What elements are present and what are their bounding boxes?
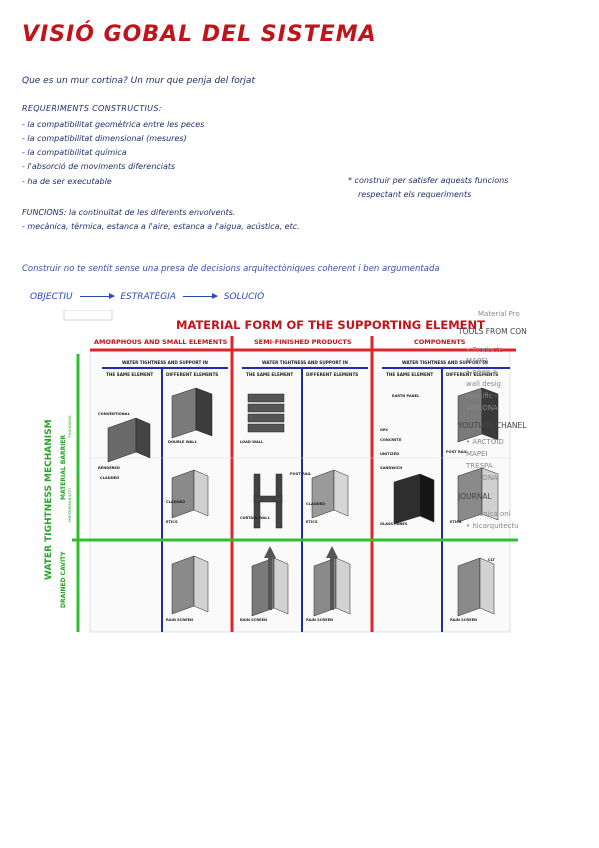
element-label: CONVENTIONAL <box>98 412 130 416</box>
column-header: SEMI-FINISHED PRODUCTS <box>254 338 352 346</box>
functions-line: - mecànica, tèrmica, estanca a l'aire, e… <box>22 222 300 231</box>
question-line: Que es un mur cortina? Un mur que penja … <box>22 76 255 86</box>
arrow-right-icon <box>79 293 115 299</box>
sub-diff-label: DIFFERENT ELEMENTS <box>306 372 359 377</box>
margin-note-line: respectant els requeriments <box>358 190 472 199</box>
element-label: CURTAIN WALL <box>240 516 270 520</box>
sub-header: WATER TIGHTNESS AND SUPPORT IN <box>402 360 488 365</box>
element-label: EARTH PANEL <box>392 394 420 398</box>
requirement-item: - l'absorció de moviments diferenciats <box>22 162 176 171</box>
tools-item: • Producte <box>466 346 504 354</box>
tools-item: wall desig <box>466 380 501 388</box>
element-label: DOUBLE WALL <box>168 440 197 444</box>
element-label: RAIN SCREEN <box>240 618 268 622</box>
requirement-item: - la compatibilitat química <box>22 148 127 157</box>
flow-step-strategy: ESTRATÈGIA <box>120 292 176 302</box>
arrow-right-icon <box>182 293 218 299</box>
row2-label: DRAINED CAVITY <box>60 551 67 608</box>
requirement-item: - la compatibilitat dimensional (mesures… <box>22 134 187 143</box>
element-label: GLASS PANES <box>380 522 408 526</box>
row1-sub: THICKNESS <box>68 415 72 438</box>
sub-same-label: THE SAME ELEMENT <box>386 372 434 377</box>
column-header: AMORPHOUS AND SMALL ELEMENTS <box>94 338 228 346</box>
sub-header: WATER TIGHTNESS AND SUPPORT IN <box>122 360 208 365</box>
requirements-heading: REQUERIMENTS CONSTRUCTIUS: <box>22 104 162 113</box>
element-label: CONCRETE <box>380 438 402 442</box>
tools-heading-youtube: YOUTUBE CHANEL <box>458 421 527 430</box>
flow-step-objective: OBJECTIU <box>30 292 73 302</box>
margin-note-line: * construir per satisfer aquests funcion… <box>348 176 509 185</box>
element-label: RAIN SCREEN <box>450 618 478 622</box>
build-note: Construir no te sentit sense una presa d… <box>22 264 440 274</box>
tools-item: • news a <box>466 368 497 376</box>
row-axis-label: WATER TIGHTNESS MECHANISM <box>44 419 54 580</box>
tools-item: specific - <box>466 392 498 400</box>
tools-item: MAPEI <box>466 357 488 365</box>
element-label: UNITIZED <box>380 452 400 456</box>
sub-diff-label: DIFFERENT ELEMENTS <box>446 372 499 377</box>
element-label: LOAD WALL <box>240 440 264 444</box>
tools-item: • ARCTOID <box>466 438 504 446</box>
element-label: CLADDED <box>100 476 120 480</box>
element-label: ETICS <box>306 520 318 524</box>
figure-title: MATERIAL FORM OF THE SUPPORTING ELEMENT <box>176 318 486 332</box>
flow-step-solution: SOLUCIÓ <box>223 292 265 302</box>
element-label: CLADDED <box>166 500 186 504</box>
row1-sub2: IMPERMEABILITY <box>68 487 72 522</box>
tools-item: • tecnica onl <box>466 510 511 518</box>
sub-diff-label: DIFFERENT ELEMENTS <box>166 372 219 377</box>
element-label: RAIN SCREEN <box>306 618 334 622</box>
element-label: CLT <box>488 558 495 562</box>
element-label: POST RAIL <box>290 472 312 476</box>
tools-item: VISCONA <box>466 404 498 412</box>
tools-item: VISCONA <box>466 474 498 482</box>
supporting-element-figure: MATERIAL FORM OF THE SUPPORTING ELEMENT … <box>44 310 528 636</box>
sub-same-label: THE SAME ELEMENT <box>246 372 294 377</box>
functions-heading: FUNCIONS: la continuïtat de les diferent… <box>22 208 236 217</box>
element-label: CLADDED <box>306 502 326 506</box>
figure-grid <box>63 310 518 633</box>
requirement-item: - la compatibilitat geomètrica entre les… <box>22 120 205 129</box>
column-header: COMPONENTS <box>414 338 466 346</box>
tools-item: TRESPA <box>466 462 493 470</box>
requirement-item: - ha de ser executable <box>22 177 112 186</box>
sub-header: WATER TIGHTNESS AND SUPPORT IN <box>262 360 348 365</box>
element-label: SANDWICH <box>380 466 403 470</box>
page-title: VISIÓ GOBAL DEL SISTEMA <box>22 22 377 47</box>
tools-item: MAPEI <box>466 450 488 458</box>
element-label: GRC <box>380 428 389 432</box>
element-label: ETICS <box>450 520 462 524</box>
tools-partial-top: Material Pro <box>478 310 520 318</box>
sub-same-label: THE SAME ELEMENT <box>106 372 154 377</box>
flow-diagram: OBJECTIU ESTRATÈGIA SOLUCIÓ <box>30 292 264 302</box>
element-label: ETICS <box>166 520 178 524</box>
element-label: RAIN SCREEN <box>166 618 194 622</box>
element-label: RENDERED <box>98 466 120 470</box>
tools-item: • hicarquitectu <box>466 522 519 530</box>
tools-heading-journal: JOURNAL <box>458 492 492 501</box>
row1-label: MATERIAL BARRIER <box>60 434 67 500</box>
tools-heading: TOOLS FROM CON <box>458 327 527 336</box>
element-label: POST RAIL <box>446 450 468 454</box>
